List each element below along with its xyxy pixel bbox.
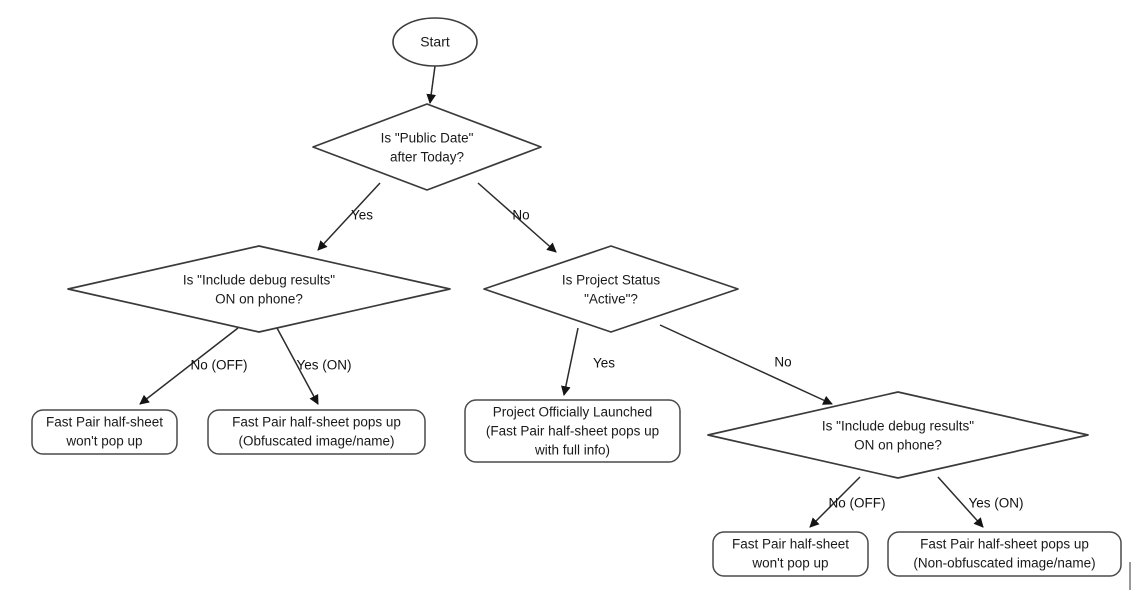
node-decision-project-status-line2: "Active"? — [584, 292, 638, 307]
edge-label-yes-project-status: Yes — [593, 356, 615, 371]
node-output-left-on[interactable]: Fast Pair half-sheet pops up (Obfuscated… — [207, 409, 426, 455]
edge-q-debug-right-off: No (OFF) — [809, 476, 886, 528]
edge-q-debug-left-on: Yes (ON) — [276, 327, 352, 405]
node-output-left-off-line1: Fast Pair half-sheet — [46, 415, 163, 430]
edge-q-public-date-no: No — [477, 182, 557, 253]
node-decision-debug-right[interactable]: Is "Include debug results" ON on phone? — [707, 391, 1089, 479]
node-decision-debug-right-line1: Is "Include debug results" — [822, 419, 974, 434]
node-output-right-off[interactable]: Fast Pair half-sheet won't pop up — [712, 531, 869, 577]
node-decision-public-date-line1: Is "Public Date" — [381, 131, 474, 146]
node-output-project-launched[interactable]: Project Officially Launched (Fast Pair h… — [464, 399, 681, 463]
edge-q-project-status-no: No — [659, 324, 833, 405]
node-output-right-on-line2: (Non-obfuscated image/name) — [913, 556, 1095, 571]
node-output-project-launched-line1: Project Officially Launched — [493, 405, 653, 420]
node-output-right-off-line2: won't pop up — [751, 556, 828, 571]
node-decision-debug-left-line2: ON on phone? — [215, 292, 303, 307]
node-decision-project-status[interactable]: Is Project Status "Active"? — [483, 245, 739, 333]
node-decision-debug-left-line1: Is "Include debug results" — [183, 273, 335, 288]
node-output-project-launched-line3: with full info) — [534, 443, 610, 458]
node-output-right-off-line1: Fast Pair half-sheet — [732, 537, 849, 552]
node-decision-public-date[interactable]: Is "Public Date" after Today? — [312, 103, 542, 191]
node-output-right-on[interactable]: Fast Pair half-sheet pops up (Non-obfusc… — [887, 531, 1122, 577]
node-start[interactable]: Start — [392, 17, 478, 67]
node-output-left-on-line1: Fast Pair half-sheet pops up — [232, 415, 401, 430]
node-start-label: Start — [420, 34, 450, 50]
page-edge-marker — [1129, 562, 1131, 590]
edge-label-yes-on-left: Yes (ON) — [296, 358, 351, 373]
node-decision-public-date-line2: after Today? — [390, 150, 464, 165]
node-output-left-off[interactable]: Fast Pair half-sheet won't pop up — [31, 409, 178, 455]
node-decision-debug-left[interactable]: Is "Include debug results" ON on phone? — [67, 245, 451, 333]
node-decision-project-status-line1: Is Project Status — [562, 273, 661, 288]
edge-start-to-q-public-date — [426, 65, 437, 104]
node-output-right-on-line1: Fast Pair half-sheet pops up — [920, 537, 1089, 552]
node-output-project-launched-line2: (Fast Pair half-sheet pops up — [486, 424, 659, 439]
edge-label-yes-public-date: Yes — [351, 208, 373, 223]
edge-label-no-public-date: No — [512, 208, 529, 223]
edge-q-project-status-yes: Yes — [561, 327, 615, 396]
edge-label-no-project-status: No — [774, 355, 791, 370]
edge-label-no-off-left: No (OFF) — [191, 358, 248, 373]
edge-label-yes-on-right: Yes (ON) — [968, 496, 1023, 511]
edge-q-debug-right-on: Yes (ON) — [937, 476, 1024, 528]
edge-q-public-date-yes: Yes — [317, 182, 381, 251]
node-decision-debug-right-line2: ON on phone? — [854, 438, 942, 453]
edge-label-no-off-right: No (OFF) — [829, 496, 886, 511]
edge-q-debug-left-off: No (OFF) — [139, 327, 248, 405]
node-output-left-on-line2: (Obfuscated image/name) — [238, 434, 394, 449]
node-output-left-off-line2: won't pop up — [65, 434, 142, 449]
